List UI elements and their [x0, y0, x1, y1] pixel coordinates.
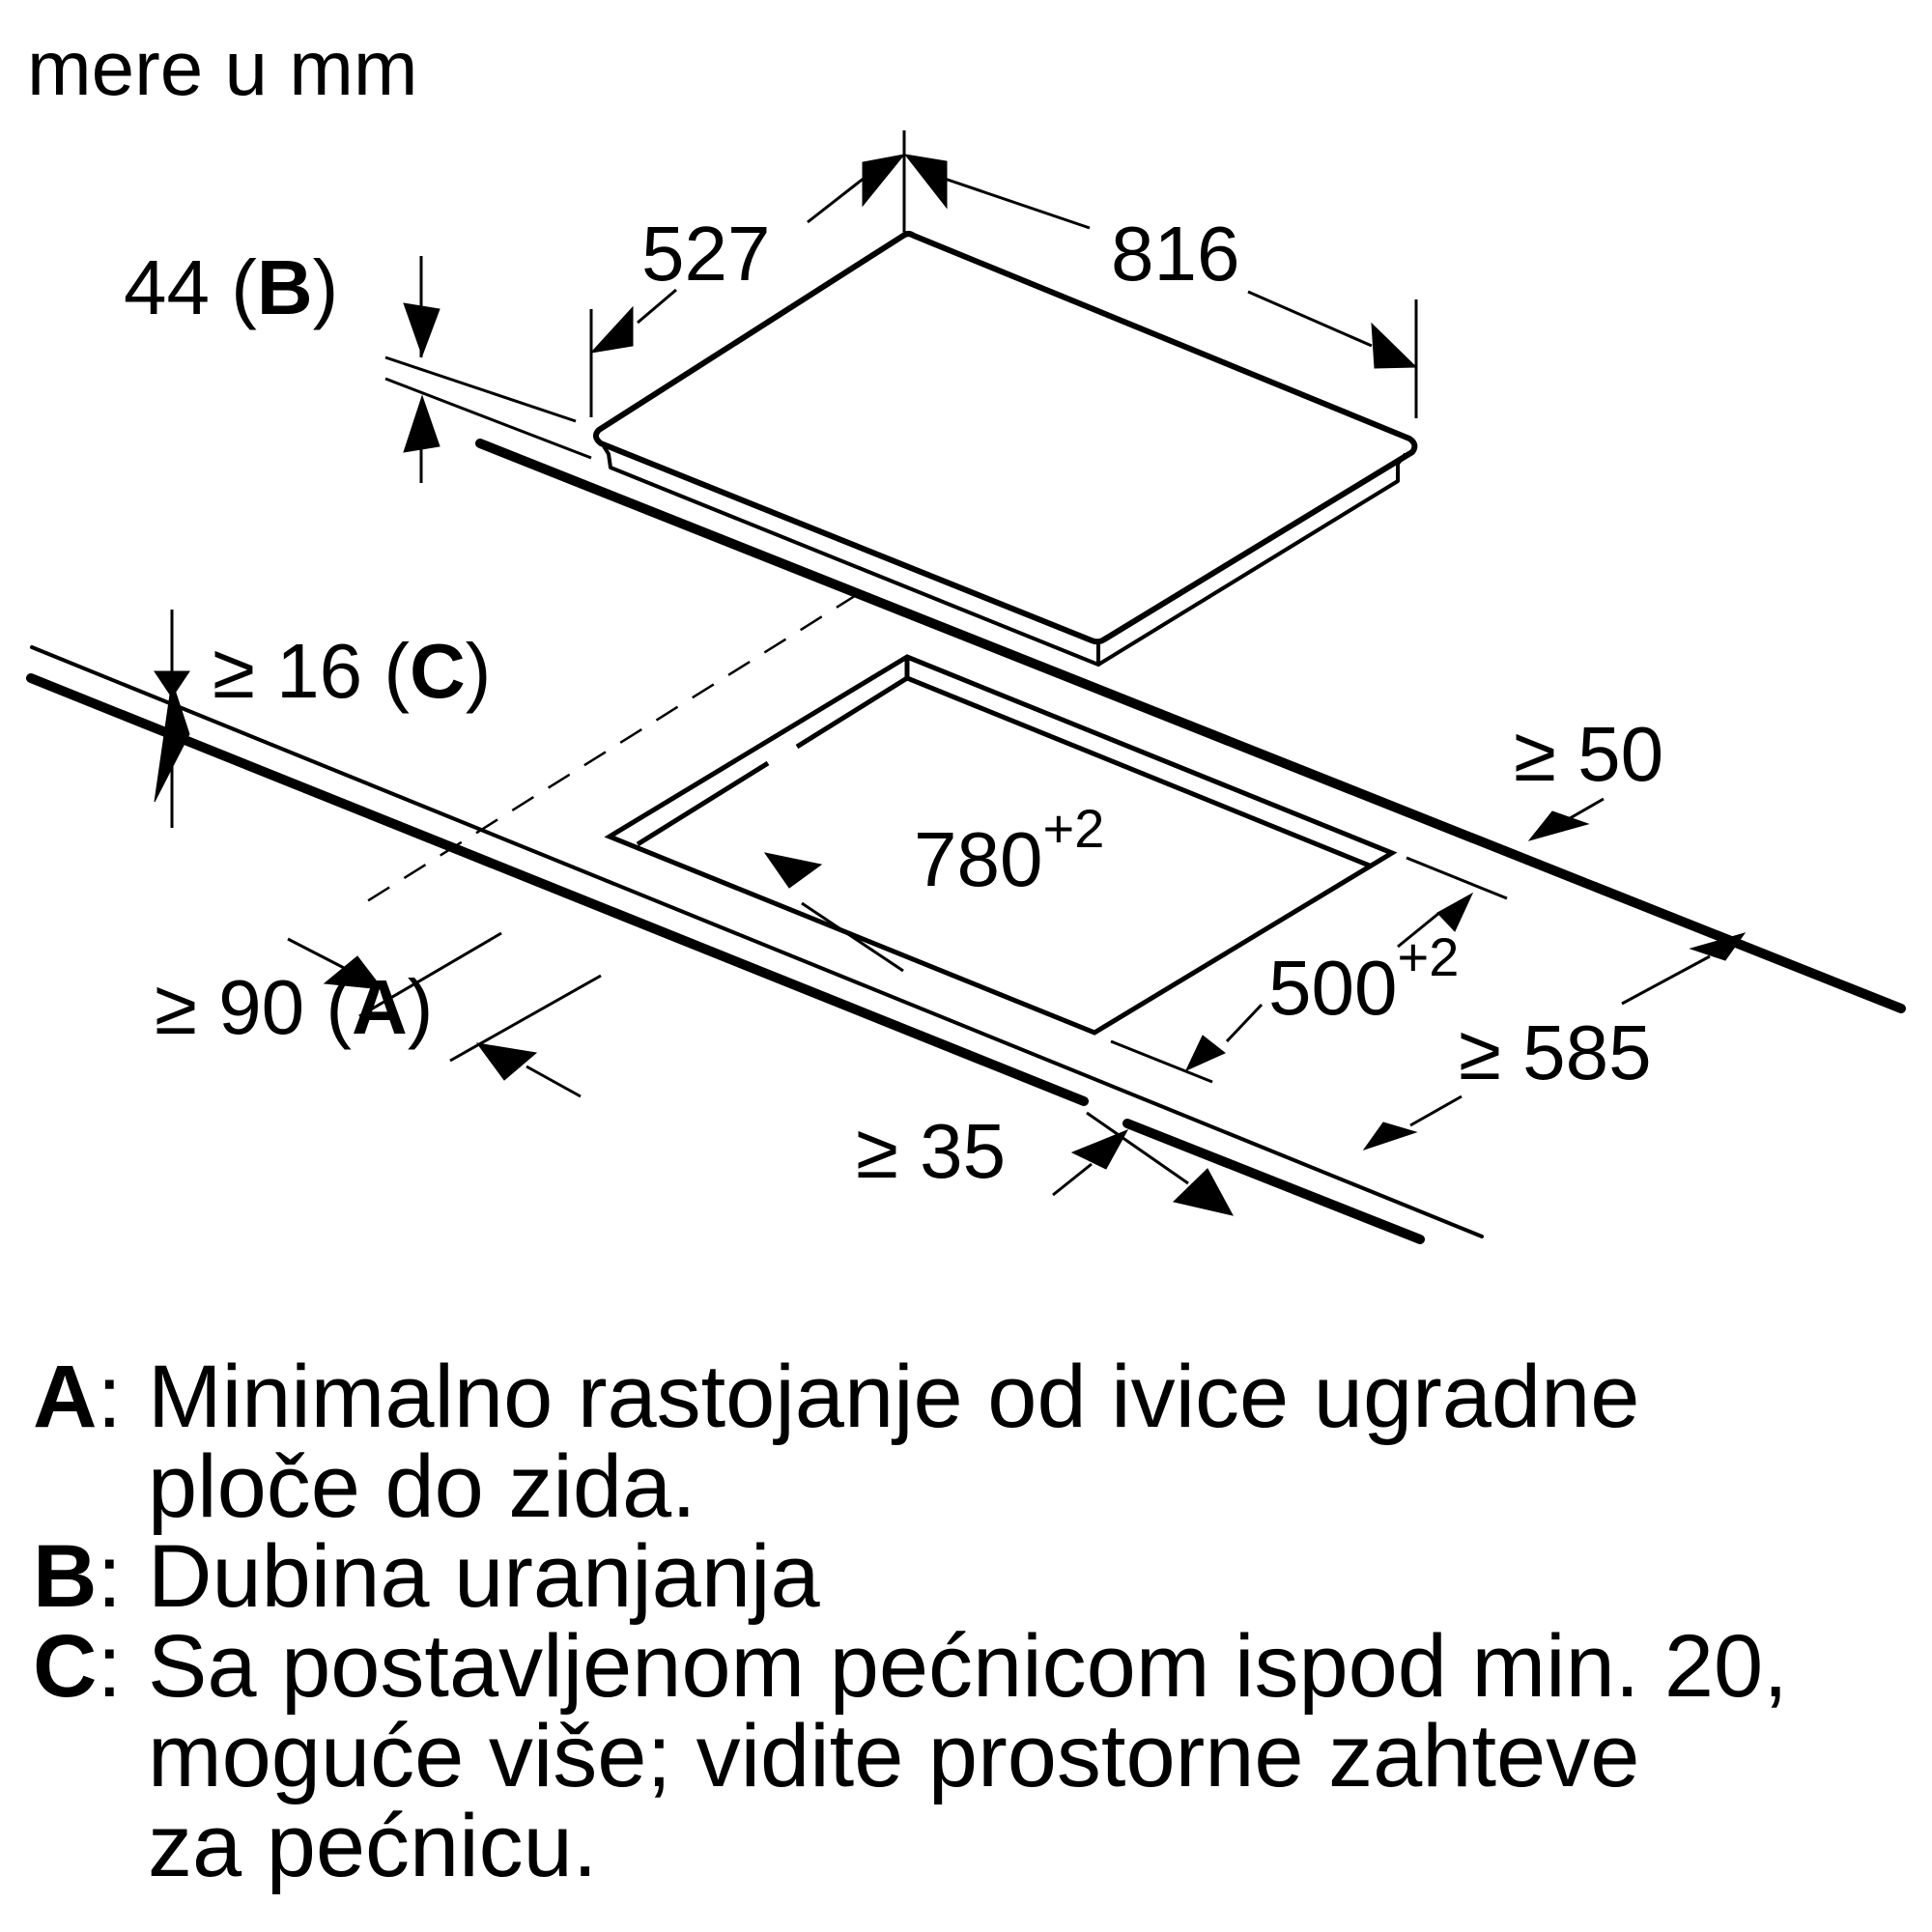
- legend-item-c: C: Sa postavljenom pećnicom ispod min. 2…: [33, 1617, 1788, 1895]
- legend-text-b: Dubina uranjanja: [148, 1527, 820, 1626]
- dim-wall-distance: [287, 931, 602, 1098]
- dim-hob-depth-label: 527: [641, 211, 770, 297]
- dim-front-clearance-label: ≥ 35: [856, 1108, 1006, 1194]
- dim-cutout-width-label: 780+2: [914, 798, 1104, 902]
- cutout: [604, 654, 1398, 1036]
- dim-hob-width: [903, 154, 1418, 418]
- dim-worktop-thickness-label: ≥ 16 (C): [213, 628, 491, 714]
- dim-hob-depth: [589, 130, 906, 417]
- wall-reference-dashed: [358, 592, 859, 908]
- legend-key-b: B: [33, 1527, 98, 1626]
- dim-back-clearance: [1527, 797, 1605, 841]
- worktop-front-top-edge: [30, 645, 1484, 1238]
- legend-key-c: C: [33, 1617, 98, 1716]
- dim-immersion: [384, 256, 592, 483]
- dim-back-clearance-label: ≥ 50: [1514, 711, 1663, 797]
- legend-text-a: Minimalno rastojanje od ivice ugradne pl…: [148, 1348, 1640, 1536]
- legend-item-a: A: Minimalno rastojanje od ivice ugradne…: [33, 1348, 1640, 1536]
- hob: [593, 231, 1418, 667]
- legend: A: Minimalno rastojanje od ivice ugradne…: [33, 1352, 1788, 1891]
- worktop-front-bottom-edge-2: [1122, 1119, 1425, 1244]
- dim-hob-width-label: 816: [1111, 211, 1239, 297]
- dim-cutout-depth-label: 500+2: [1268, 926, 1459, 1031]
- dim-wall-distance-label: ≥ 90 (A): [155, 964, 433, 1050]
- legend-key-a: A: [33, 1348, 98, 1446]
- dim-worktop-depth: [1362, 932, 1747, 1151]
- dim-cutout-width: [763, 852, 1234, 1216]
- dim-immersion-label: 44 (B): [124, 244, 338, 330]
- legend-text-c: Sa postavljenom pećnicom ispod min. 20, …: [148, 1617, 1788, 1895]
- legend-item-b: B: Dubina uranjanja: [33, 1527, 820, 1626]
- worktop-front-bottom-edge: [26, 673, 1089, 1106]
- dim-front-clearance: [1052, 1129, 1129, 1197]
- dim-worktop-depth-label: ≥ 585: [1459, 1009, 1652, 1095]
- dim-worktop-thickness: [154, 610, 190, 828]
- units-title: mere u mm: [27, 25, 418, 111]
- dim-cutout-depth: [1110, 856, 1508, 1084]
- worktop-back-edge: [475, 439, 1906, 1013]
